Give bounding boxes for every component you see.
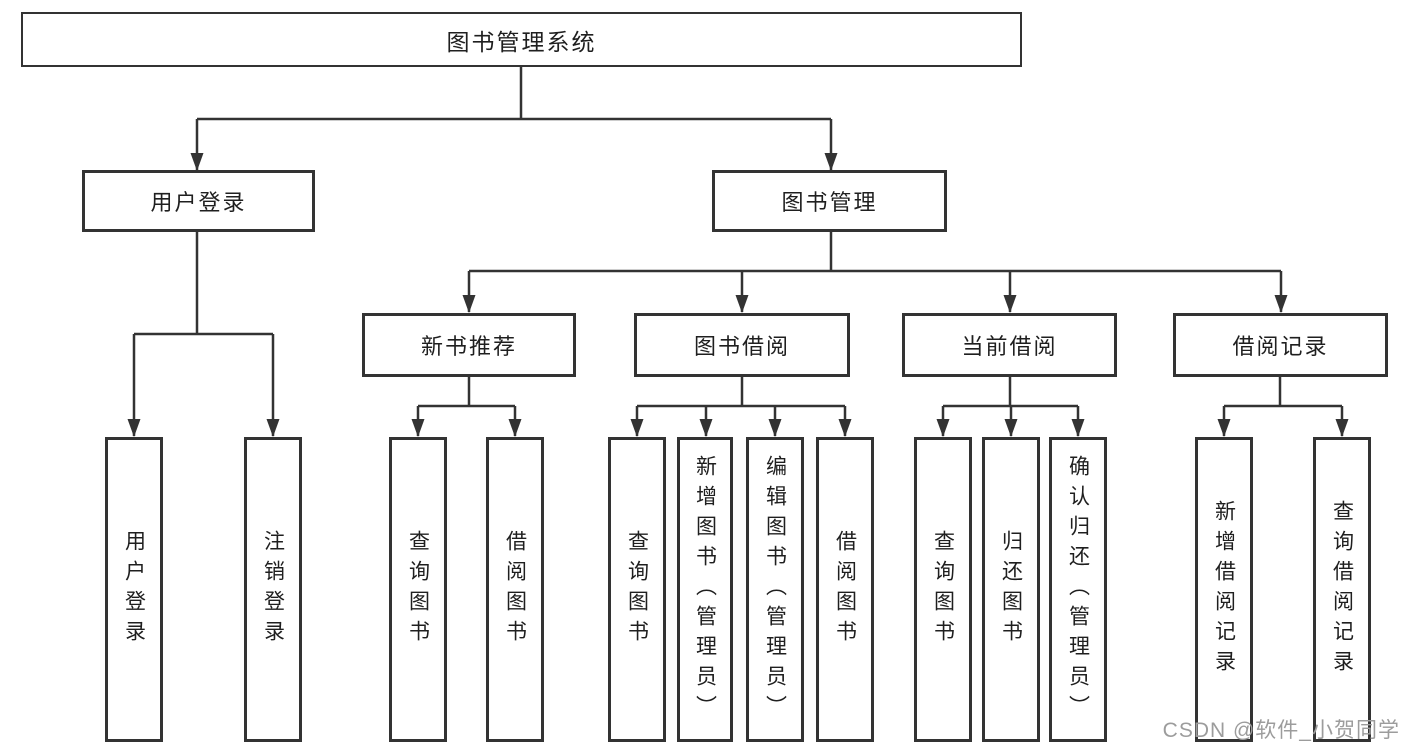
csdn-watermark: CSDN @软件_小贺同学	[1162, 719, 1400, 742]
node-root-book-management-system: 图书管理系统	[21, 12, 1022, 67]
node-book-management: 图书管理	[712, 170, 947, 232]
node-new-book-recommendation: 新书推荐	[362, 313, 576, 377]
node-user-login: 用户登录	[82, 170, 315, 232]
leaf-borrow-books-borrowing: 借阅图书	[816, 437, 874, 742]
connector-arrows	[127, 119, 1349, 437]
node-current-borrowing: 当前借阅	[902, 313, 1117, 377]
node-borrowing-records: 借阅记录	[1173, 313, 1388, 377]
leaf-borrow-books-recommend: 借阅图书	[486, 437, 544, 742]
leaf-query-books-current: 查询图书	[914, 437, 972, 742]
leaf-confirm-return-admin: 确认归还（管理员）	[1049, 437, 1107, 742]
leaf-logout: 注销登录	[244, 437, 302, 742]
leaf-user-login: 用户登录	[105, 437, 163, 742]
leaf-query-borrow-record: 查询借阅记录	[1313, 437, 1371, 742]
node-book-borrowing: 图书借阅	[634, 313, 850, 377]
leaf-edit-book-admin: 编辑图书（管理员）	[746, 437, 804, 742]
leaf-add-book-admin: 新增图书（管理员）	[677, 437, 733, 742]
connector-buses	[134, 67, 1342, 408]
leaf-return-books: 归还图书	[982, 437, 1040, 742]
leaf-add-borrow-record: 新增借阅记录	[1195, 437, 1253, 742]
leaf-query-books-borrowing: 查询图书	[608, 437, 666, 742]
leaf-query-books-recommend: 查询图书	[389, 437, 447, 742]
